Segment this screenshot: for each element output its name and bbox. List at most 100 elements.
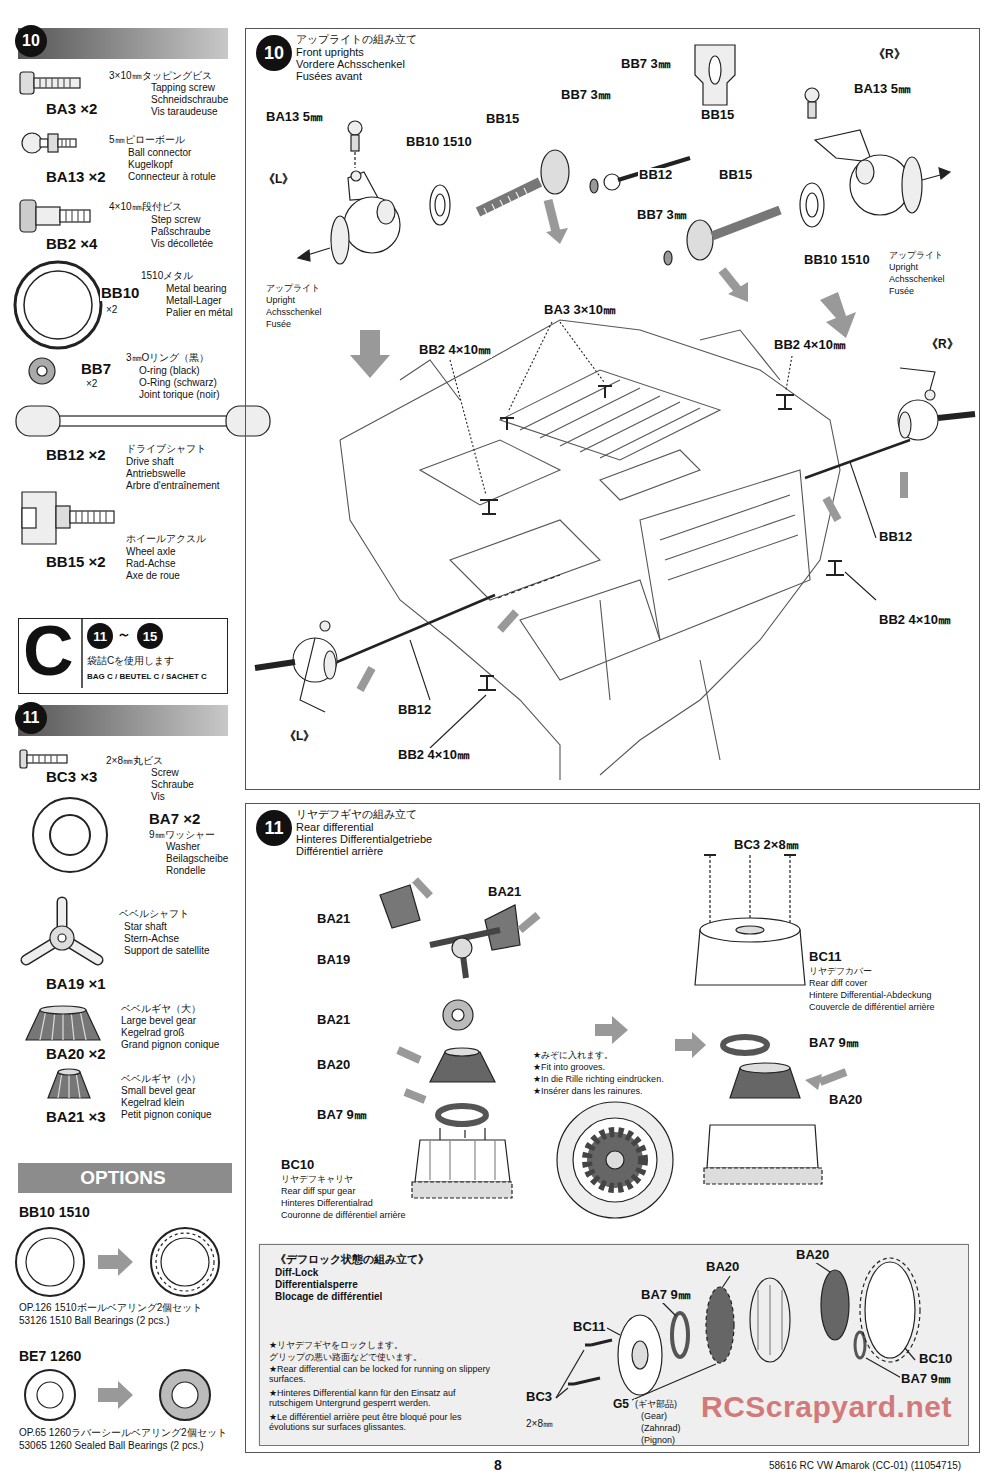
parts-list-drawings	[151, 1228, 219, 1296]
chassis-drawing	[898, 400, 938, 440]
chassis-drawing	[480, 500, 498, 514]
differential-drawings	[723, 1037, 767, 1053]
differential-drawings	[805, 1074, 822, 1090]
part-code: BA7 9㎜	[808, 1036, 860, 1051]
differential-drawings	[736, 926, 764, 934]
chassis-drawing	[560, 322, 604, 382]
part-text: 2×8㎜	[525, 1418, 554, 1430]
note: グリップの悪い路面などで使います。	[268, 1352, 423, 1362]
parts-list-drawings	[22, 492, 56, 544]
part-code: BA7 9㎜	[316, 1108, 368, 1123]
note: ★Hinteres Differential kann für den Eins…	[268, 1388, 500, 1409]
chassis-drawing	[478, 676, 496, 690]
part-code: BA20 ×2	[45, 1045, 107, 1062]
differential-drawings	[405, 1092, 425, 1100]
upright-drawings	[546, 228, 568, 244]
chassis-drawing	[255, 662, 295, 668]
part-code: BC3 2×8㎜	[733, 838, 800, 853]
part-text: Kegelrad klein	[120, 1097, 185, 1109]
chassis-drawing	[508, 322, 552, 412]
parts-list-drawings	[33, 755, 57, 763]
part-code: BA7 9㎜	[640, 1288, 692, 1303]
part-code: BA19	[316, 953, 351, 968]
box-text: Fusées avant	[296, 70, 362, 83]
chassis-drawing	[938, 414, 975, 418]
chassis-drawing	[520, 580, 660, 680]
upright-drawings	[939, 168, 950, 179]
differential-drawings	[675, 1032, 706, 1058]
differential-drawings	[415, 1140, 510, 1182]
differential-drawings	[722, 1276, 730, 1288]
differential-drawings	[587, 1132, 643, 1188]
box-text: 11	[87, 623, 113, 649]
differential-drawings	[445, 1048, 479, 1056]
part-text: Palier en métal	[165, 307, 234, 319]
upright-drawings	[856, 160, 874, 184]
part-code: BA20	[705, 1260, 740, 1275]
part-code: BC11	[572, 1320, 607, 1335]
upright-drawings	[902, 157, 922, 213]
part-text: Beilagscheibe	[165, 853, 229, 865]
parts-list-drawings	[37, 1382, 63, 1408]
differential-drawings	[568, 1378, 600, 1384]
chassis-drawing	[293, 638, 337, 682]
part-text: ベベルシャフト	[118, 908, 190, 920]
upright-drawings	[344, 197, 400, 253]
part-text: O-Ring (schwarz)	[138, 377, 218, 389]
part-code: BB10 1510	[18, 1204, 91, 1220]
part-text: Arbre d'entraînement	[125, 480, 221, 492]
upright-drawings	[820, 292, 856, 338]
part-code: BB12	[397, 703, 432, 718]
upright-drawings	[712, 210, 780, 236]
parts-list-drawings	[20, 72, 34, 94]
upright-drawings	[430, 185, 450, 225]
part-code: BB15	[485, 112, 520, 127]
part-text: Vis taraudeuse	[150, 106, 219, 118]
upright-drawings	[350, 330, 390, 378]
part-text: Schraube	[150, 779, 195, 791]
parts-list-drawings	[40, 139, 48, 147]
step-number: 10	[15, 25, 47, 57]
part-text: 3㎜Oリング（黒）	[125, 352, 210, 364]
chassis-drawing	[430, 695, 486, 748]
differential-drawings	[750, 1278, 790, 1362]
box-text: Vordere Achsschenkel	[296, 58, 405, 71]
upright-drawings	[541, 150, 569, 194]
part-text: (Gear)	[640, 1411, 668, 1421]
part-text: Fusée	[265, 319, 292, 329]
box-text: リヤデフギヤの組み立て	[296, 808, 417, 821]
part-code: BA20	[316, 1058, 351, 1073]
part-text: Kugelkopf	[127, 159, 173, 171]
upright-drawings	[435, 194, 445, 216]
step-number: 11	[256, 810, 292, 846]
part-code: BB10 1510	[405, 135, 473, 150]
chassis-drawing	[450, 520, 600, 600]
parts-list-drawings	[48, 134, 58, 152]
part-code: BA3 ×2	[45, 100, 98, 117]
part-code: BB12	[878, 530, 913, 545]
note: ★Rear differential can be locked for run…	[268, 1364, 500, 1385]
part-code: G5	[612, 1398, 630, 1412]
part-code: BB12 ×2	[45, 446, 107, 463]
differential-drawings	[430, 1140, 495, 1180]
part-text: Fusée	[888, 286, 915, 296]
upright-drawings	[808, 102, 816, 118]
part-text: Kegelrad groß	[120, 1027, 185, 1039]
parts-list-drawings	[27, 755, 67, 763]
part-text: ドライブシャフト	[125, 443, 207, 455]
upright-drawings	[709, 56, 721, 84]
parts-list-drawings	[40, 78, 70, 88]
box-text: Hinteres Differentialgetriebe	[296, 833, 432, 846]
part-code: BA21	[316, 1013, 351, 1028]
upright-drawings	[351, 135, 359, 151]
upright-drawings	[664, 251, 672, 265]
box-text: 15	[137, 623, 163, 649]
differential-drawings	[573, 1118, 657, 1202]
part-code: BC10	[918, 1352, 953, 1367]
parts-list-drawings	[58, 139, 76, 147]
differential-drawings	[820, 1072, 846, 1082]
upright-drawings	[800, 183, 824, 227]
box-text: Blocage de différentiel	[275, 1291, 382, 1303]
parts-list-drawings	[156, 1233, 214, 1291]
